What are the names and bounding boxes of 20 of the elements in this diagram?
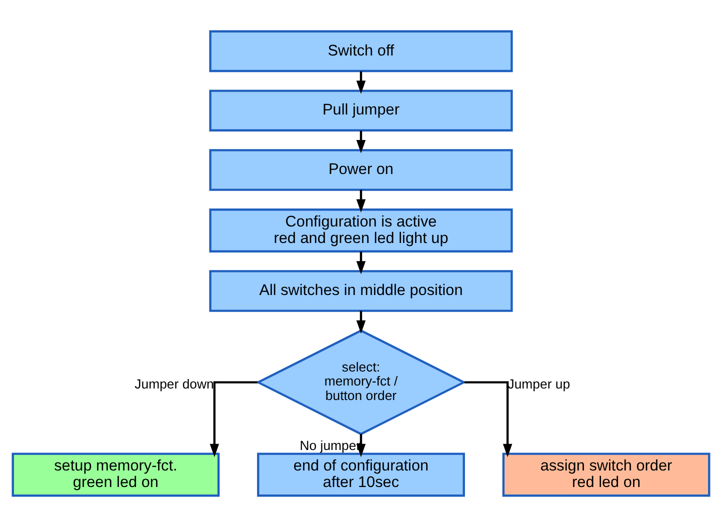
- arrow: [356, 310, 366, 334]
- arrow: [356, 70, 366, 94]
- node-box: end of configuration after 10sec: [257, 452, 465, 496]
- arrow: [356, 189, 366, 212]
- node-box: Power on: [209, 148, 513, 190]
- node-box: Configuration is active red and green led light up: [209, 208, 513, 252]
- edge-label: Jumper up: [508, 376, 570, 391]
- node-box: assign switch order red led on: [502, 452, 710, 496]
- node-box: setup memory-fct. green led on: [12, 452, 220, 496]
- edge-label: No jumper: [300, 438, 361, 453]
- node-box: Switch off: [209, 30, 513, 72]
- edge-label: Jumper down: [134, 376, 214, 391]
- node-box: Pull jumper: [209, 89, 513, 131]
- arrow: [210, 380, 258, 457]
- node-diamond: select: memory-fct / button order: [256, 328, 466, 435]
- arrow: [356, 130, 366, 153]
- arrow: [356, 251, 366, 274]
- arrow: [464, 380, 512, 457]
- node-box: All switches in middle position: [209, 270, 513, 312]
- arrow: [356, 434, 366, 457]
